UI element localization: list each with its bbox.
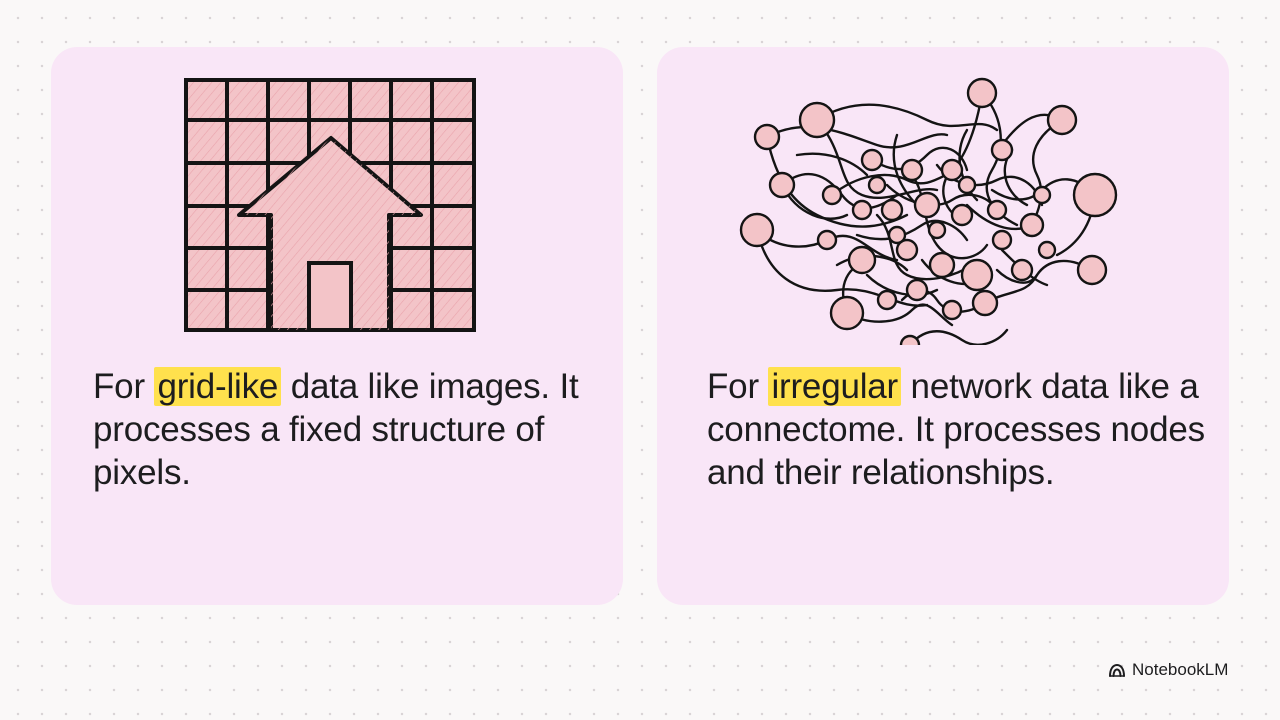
- notebooklm-watermark: NotebookLM: [1108, 660, 1228, 680]
- highlight-grid-like: grid-like: [154, 367, 282, 406]
- highlight-irregular: irregular: [768, 367, 902, 406]
- network-data-card: For irregular network data like a connec…: [657, 47, 1229, 605]
- network-node: [816, 229, 838, 251]
- notebooklm-logo-icon: [1109, 663, 1125, 677]
- network-node: [1032, 185, 1052, 205]
- network-node: [905, 278, 929, 302]
- network-node: [990, 138, 1014, 162]
- network-node: [927, 220, 947, 240]
- network-node: [899, 334, 921, 345]
- network-node: [880, 198, 904, 222]
- network-node: [895, 238, 919, 262]
- network-node: [753, 123, 781, 151]
- grid-data-card: For grid-like data like images. It proce…: [51, 47, 623, 605]
- network-node: [739, 212, 775, 248]
- network-node: [867, 175, 887, 195]
- network-node: [940, 158, 964, 182]
- network-node: [991, 229, 1013, 251]
- network-node: [971, 289, 999, 317]
- house-grid-illustration: [184, 78, 476, 332]
- network-node: [887, 225, 907, 245]
- network-node: [1076, 254, 1108, 286]
- network-node: [829, 295, 865, 331]
- network-node: [1019, 212, 1045, 238]
- network-card-caption: For irregular network data like a connec…: [707, 367, 1205, 492]
- network-node: [860, 148, 884, 172]
- network-node: [1010, 258, 1034, 282]
- network-node: [1072, 172, 1118, 218]
- network-illustration: [739, 77, 1118, 345]
- grid-card-caption: For grid-like data like images. It proce…: [93, 367, 579, 492]
- network-node: [928, 251, 956, 279]
- network-node: [950, 203, 974, 227]
- network-node: [1046, 104, 1078, 136]
- network-node: [941, 299, 963, 321]
- network-node: [960, 258, 994, 292]
- network-node: [851, 199, 873, 221]
- network-node: [847, 245, 877, 275]
- network-node: [1037, 240, 1057, 260]
- network-node: [900, 158, 924, 182]
- network-node: [913, 191, 941, 219]
- network-node: [876, 289, 898, 311]
- network-node: [966, 77, 998, 109]
- network-node: [798, 101, 836, 139]
- network-node: [986, 199, 1008, 221]
- brand-name: NotebookLM: [1132, 660, 1229, 679]
- network-node: [957, 175, 977, 195]
- network-node: [768, 171, 796, 199]
- network-node: [821, 184, 843, 206]
- house-door: [307, 261, 353, 332]
